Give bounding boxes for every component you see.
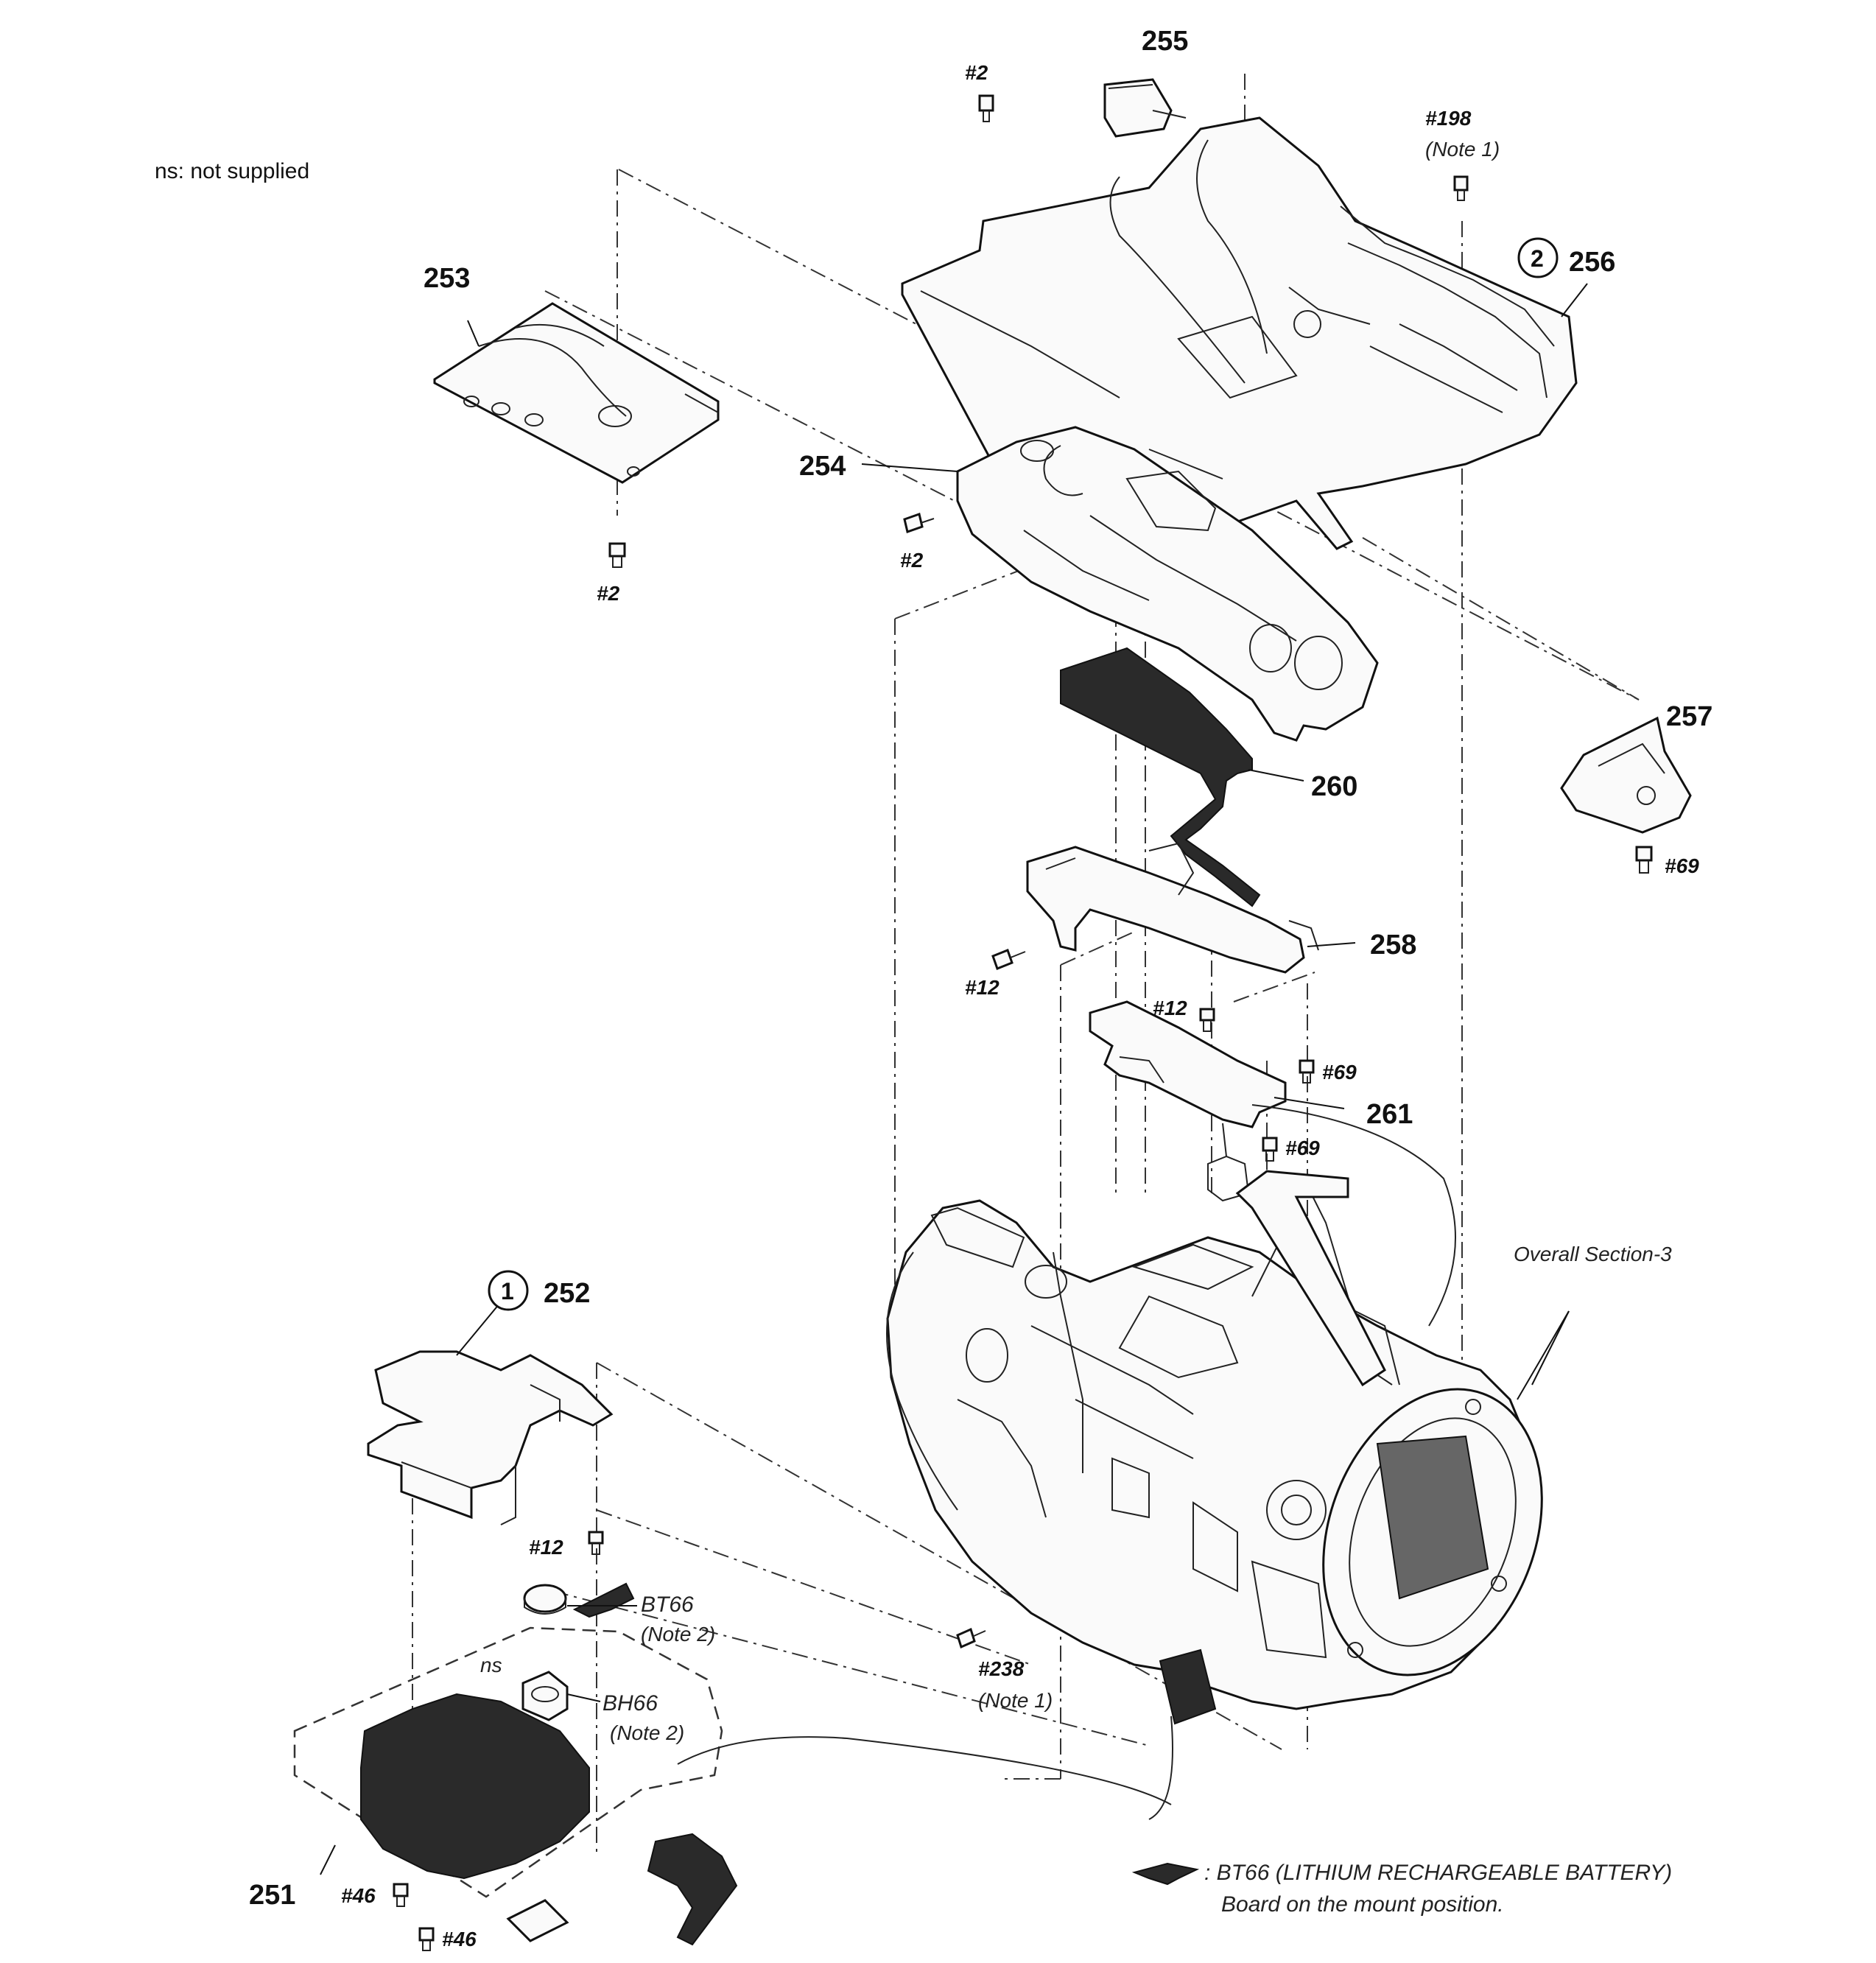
screw-label-2-mid: #2: [900, 549, 924, 572]
screw-label-238: #238: [978, 1657, 1025, 1680]
screw-icon: [418, 1927, 435, 1951]
battery-note-bt66: (Note 2): [641, 1623, 715, 1646]
legend-line-2: Board on the mount position.: [1221, 1892, 1504, 1917]
part-258-bracket: [1026, 842, 1319, 974]
callout-circle-1: [488, 1270, 529, 1311]
screw-label-46-b: #46: [442, 1928, 477, 1950]
screw-icon: [1299, 1059, 1315, 1084]
part-label-251: 251: [249, 1880, 295, 1911]
part-255-cap: [1103, 78, 1187, 138]
screws: [393, 94, 1653, 1951]
not-supplied-note: ns: not supplied: [155, 159, 309, 183]
part-251-board: [293, 1626, 1173, 1946]
part-254-frame: [956, 426, 1379, 742]
part-260-flex-board: [1060, 647, 1261, 907]
part-label-257: 257: [1666, 701, 1712, 732]
screw-icon: [588, 1531, 604, 1555]
part-252-bracket: [367, 1350, 614, 1525]
screw-label-12-b: #12: [1153, 997, 1187, 1019]
holder-label-bh66: BH66: [603, 1691, 658, 1716]
holder-note-bh66: (Note 2): [610, 1721, 684, 1744]
screw-label-46-a: #46: [341, 1884, 376, 1907]
screw-icon: [1453, 175, 1469, 201]
part-label-258: 258: [1370, 930, 1416, 961]
part-label-252: 252: [544, 1278, 590, 1309]
battery-label-bt66: BT66: [641, 1592, 694, 1617]
screw-label-69-a: #69: [1322, 1061, 1357, 1084]
part-label-260: 260: [1311, 771, 1357, 802]
part-label-255: 255: [1142, 26, 1188, 57]
screw-label-2-left: #2: [597, 582, 620, 605]
battery-symbol-icon: [1131, 1862, 1200, 1886]
screw-note-198: (Note 1): [1425, 138, 1500, 161]
screw-label-69-b: #69: [1285, 1137, 1320, 1159]
part-253-cover: [433, 302, 720, 484]
part-label-256: 256: [1569, 247, 1615, 278]
screw-icon: [1199, 1008, 1215, 1032]
callout-number-2: 2: [1531, 245, 1544, 272]
labels: ns: not supplied 253 254 255 2 256 257 2…: [155, 26, 1712, 1950]
part-label-261: 261: [1366, 1099, 1413, 1130]
flex-cable: [1235, 1104, 1456, 1387]
leader-lines: [320, 283, 1691, 1875]
legend-line-1: : BT66 (LITHIUM RECHARGEABLE BATTERY): [1204, 1861, 1672, 1885]
callout-circle-2: [1517, 237, 1559, 278]
screw-icon: [608, 542, 626, 568]
screw-label-198: #198: [1425, 107, 1472, 130]
part-257-bracket: [1560, 716, 1692, 834]
section-reference: Overall Section-3: [1514, 1243, 1672, 1265]
screw-label-2-top: #2: [965, 61, 988, 84]
camera-body-assembly: [886, 1193, 1543, 1725]
not-supplied-tag: ns: [480, 1654, 502, 1676]
screw-icon: [393, 1883, 409, 1907]
part-261-bracket: [1089, 1000, 1287, 1202]
part-label-254: 254: [799, 451, 846, 482]
callout-number-1: 1: [501, 1278, 514, 1304]
screw-icon: [1262, 1137, 1278, 1162]
screw-label-69-right: #69: [1665, 854, 1699, 877]
battery-holder: [521, 1582, 635, 1721]
screw-icon: [978, 94, 994, 122]
part-label-253: 253: [424, 263, 470, 294]
screw-icon: [991, 949, 1026, 970]
screw-icon: [1635, 846, 1653, 874]
screw-label-12-a: #12: [965, 976, 1000, 999]
screw-note-238: (Note 1): [978, 1689, 1053, 1712]
screw-icon: [903, 513, 935, 533]
screw-icon: [956, 1627, 986, 1649]
screw-label-12-c: #12: [529, 1536, 563, 1559]
